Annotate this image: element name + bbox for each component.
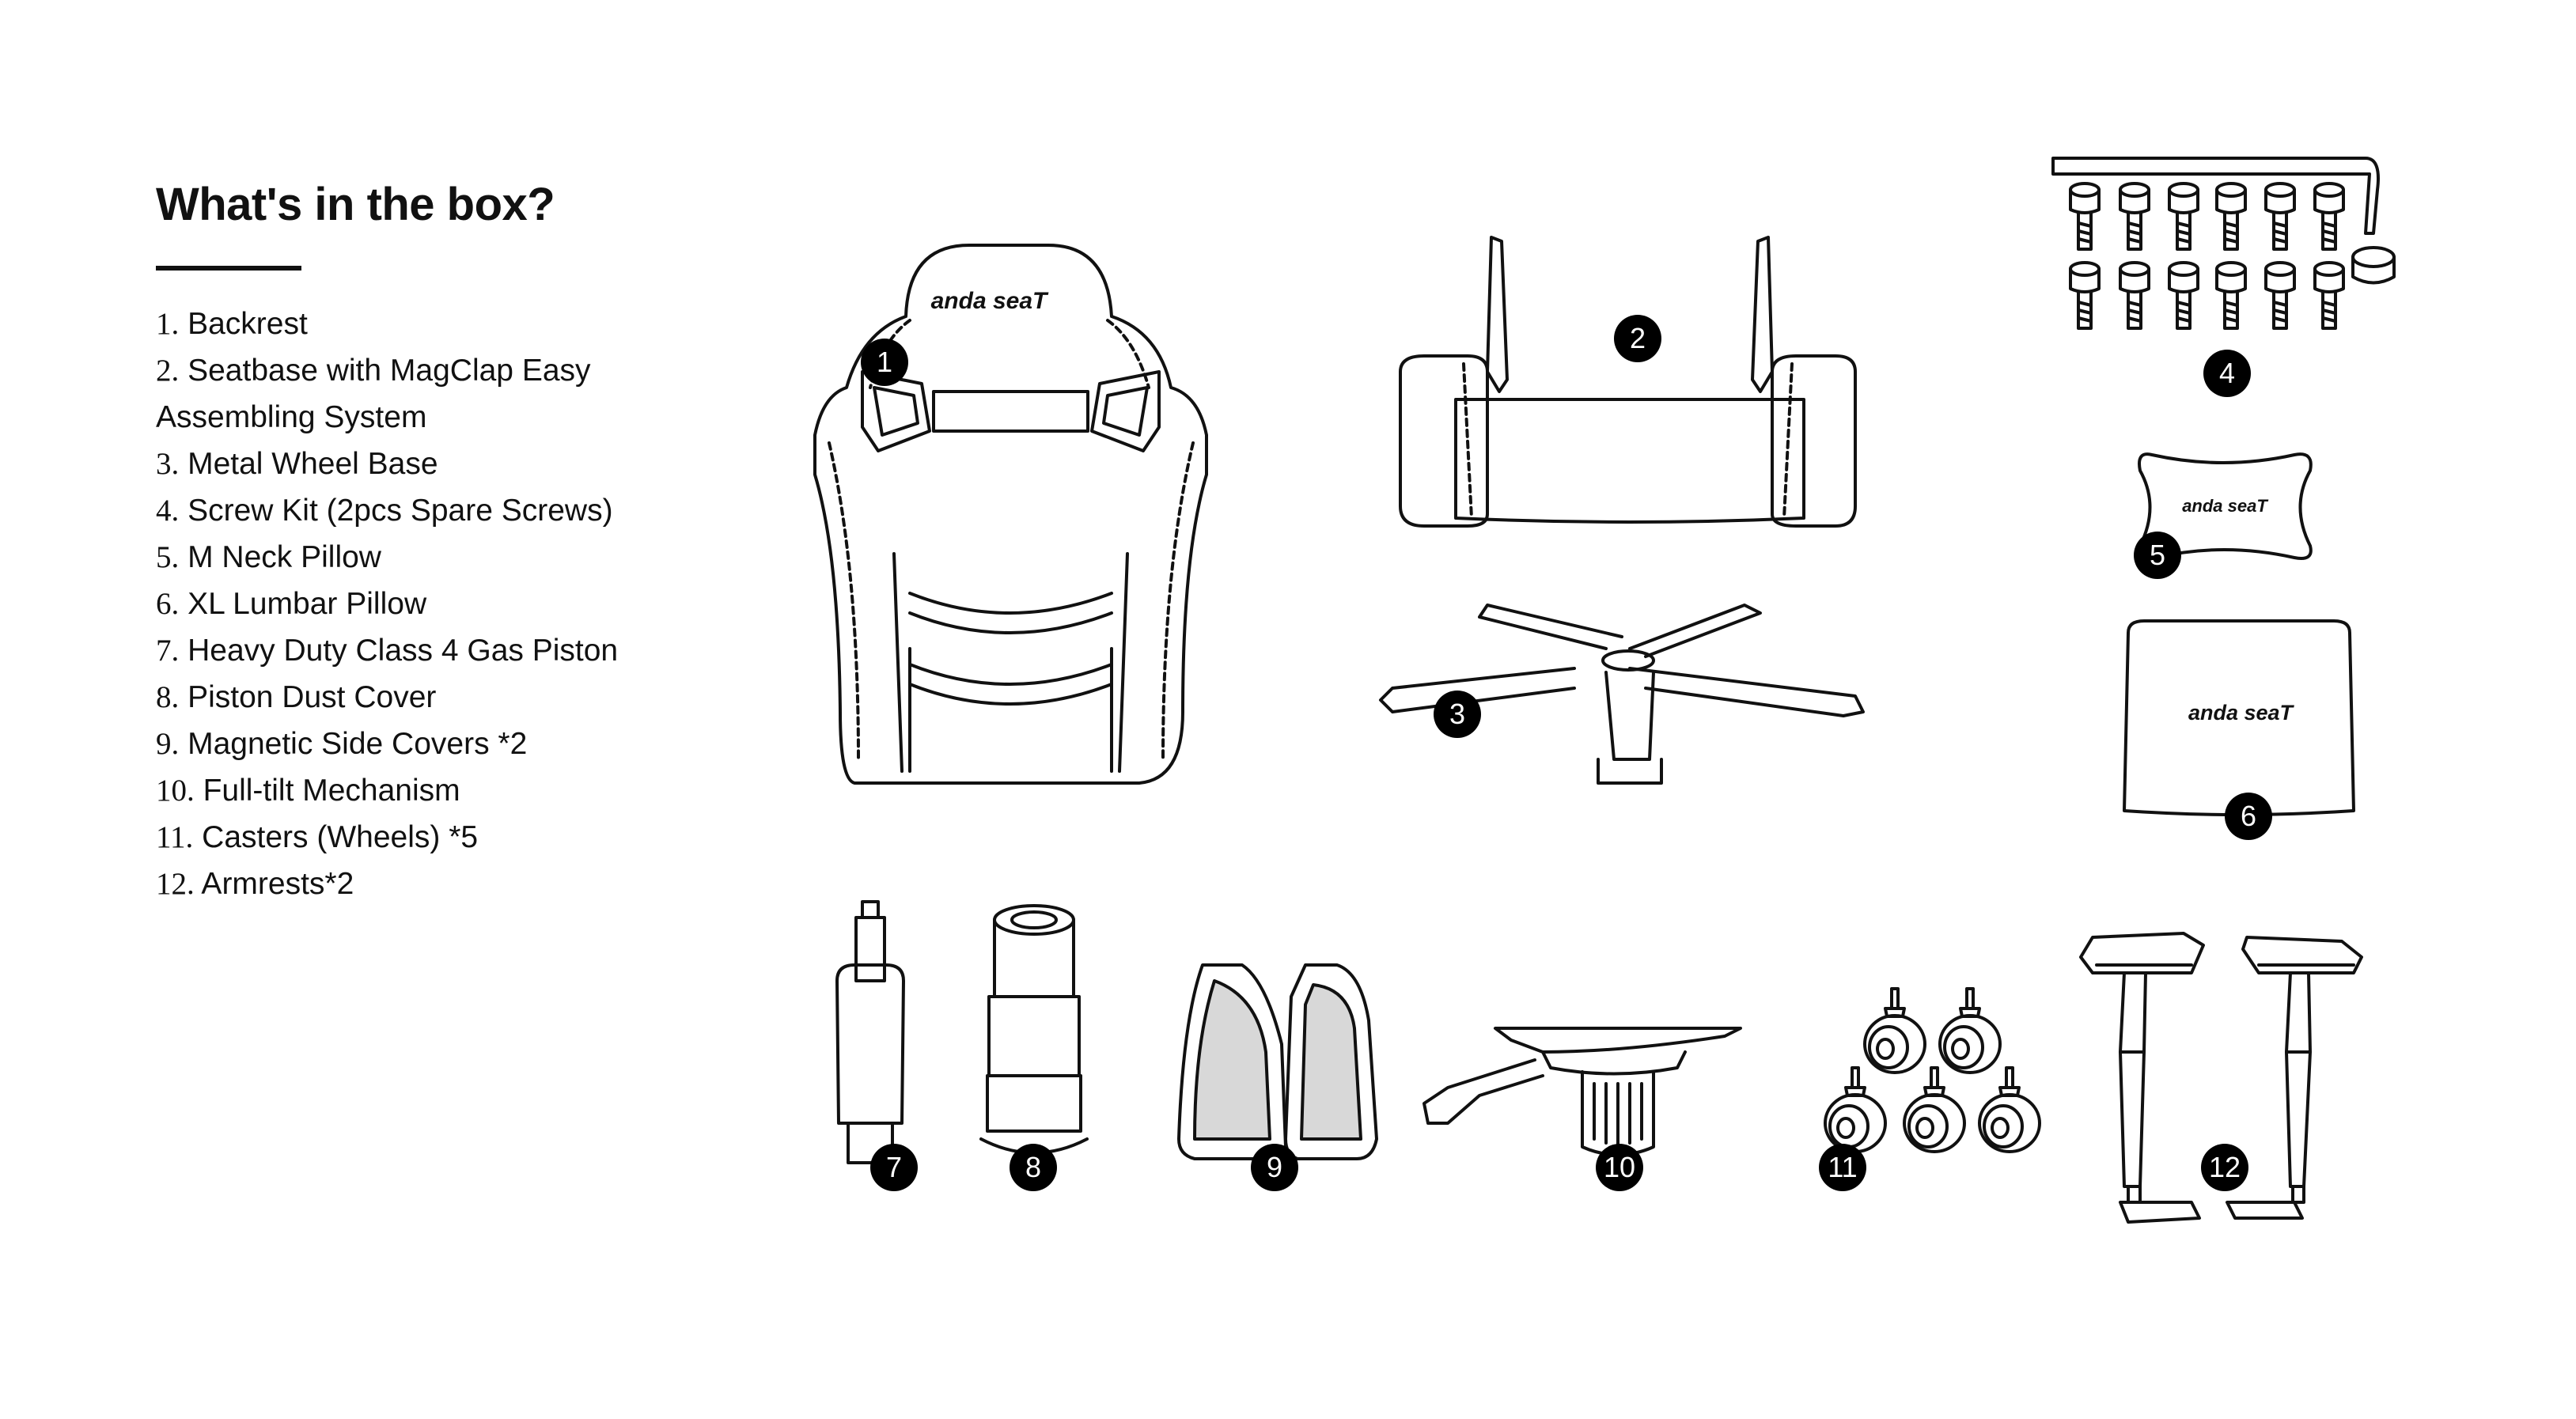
callout-number: 5 [2150,539,2165,571]
callout-badge-10: 10 [1596,1144,1643,1191]
callout-badge-6: 6 [2225,793,2272,840]
caster-icon [1978,1066,2041,1153]
list-item: 9. Magnetic Side Covers *2 [156,727,528,761]
neck-pillow-drawing [2138,452,2313,560]
caster-icon [1824,1066,1887,1153]
callout-badge-5: 5 [2134,532,2181,579]
screw-icon [2215,182,2247,251]
screw-kit-drawing [2051,157,2396,330]
screw-icon [2264,261,2296,330]
screw-icon [2168,182,2199,251]
list-item: 4. Screw Kit (2pcs Spare Screws) [156,494,613,528]
callout-badge-8: 8 [1010,1144,1057,1191]
callout-number: 12 [2209,1151,2241,1183]
gas-piston-drawing [835,900,905,1164]
callout-number: 10 [1604,1151,1635,1183]
screw-icon [2069,182,2101,251]
list-item: 12. Armrests*2 [156,867,354,901]
list-item: 1. Backrest [156,307,308,341]
caster-icon [1863,987,1926,1074]
casters-drawing [1824,987,2041,1153]
tilt-mechanism-drawing [1422,1027,1742,1156]
callout-badge-4: 4 [2203,350,2251,397]
screw-icon [2313,182,2345,251]
callout-badge-3: 3 [1434,691,1481,738]
list-item: 2. Seatbase with MagClap Easy [156,354,591,388]
screw-icon [2215,261,2247,330]
callout-badge-11: 11 [1819,1144,1866,1191]
side-covers-drawing [1177,963,1378,1160]
armrests-drawing [2079,932,2363,1224]
callout-number: 7 [886,1151,902,1183]
brand-logo: anda seaT [931,288,1049,314]
screw-icon [2313,261,2345,330]
list-item: 8. Piston Dust Cover [156,680,437,714]
callout-number: 1 [877,346,892,378]
list-item: 10. Full-tilt Mechanism [156,774,460,808]
caster-icon [1903,1066,1966,1153]
list-item: 11. Casters (Wheels) *5 [156,820,479,854]
list-item: Assembling System [156,400,427,434]
backrest-drawing [813,244,1208,785]
brand-logo: anda seaT [2182,496,2268,516]
list-item: 3. Metal Wheel Base [156,447,438,481]
contents-list: 1. Backrest 2. Seatbase with MagClap Eas… [156,301,618,907]
screw-icon [2119,261,2150,330]
callout-badge-12: 12 [2201,1144,2248,1191]
callout-number: 2 [1630,322,1646,354]
callout-number: 6 [2241,800,2256,832]
callout-badge-1: 1 [861,339,908,386]
callout-number: 3 [1449,698,1465,730]
callout-number: 8 [1025,1151,1041,1183]
screw-icon [2069,261,2101,330]
list-item: 7. Heavy Duty Class 4 Gas Piston [156,634,619,668]
caster-icon [1938,987,2002,1074]
brand-logo: anda seaT [2188,701,2295,725]
list-item: 5. M Neck Pillow [156,540,381,574]
title-underline [156,266,301,271]
lumbar-pillow-drawing [2123,619,2355,816]
list-item: 6. XL Lumbar Pillow [156,587,427,621]
page-title: What's in the box? [156,179,555,230]
callout-badge-9: 9 [1251,1144,1298,1191]
screw-icon [2264,182,2296,251]
callout-number: 9 [1267,1151,1282,1183]
seatbase-drawing [1399,236,1857,528]
callout-number: 4 [2219,357,2235,389]
piston-dust-cover-drawing [979,904,1089,1155]
callout-badge-7: 7 [870,1144,918,1191]
screw-icon [2168,261,2199,330]
screw-icon [2119,182,2150,251]
callout-number: 11 [1828,1151,1857,1183]
callout-badge-2: 2 [1614,315,1661,362]
